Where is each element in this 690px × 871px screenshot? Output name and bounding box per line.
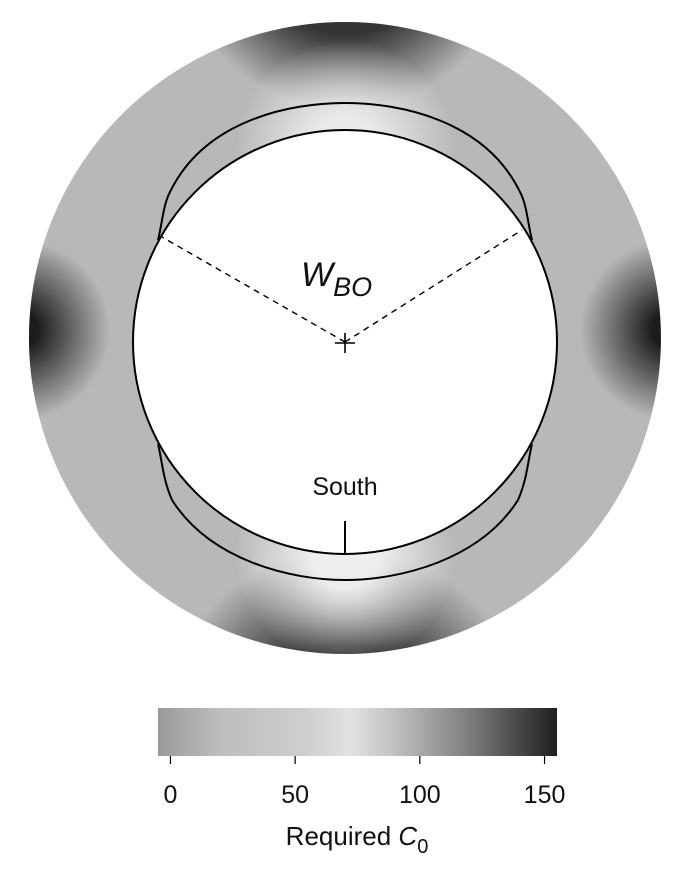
colorbar-tick-label: 100 [399,781,441,809]
colorbar-tick-label: 50 [281,781,309,809]
colorbar-title: Required C0 [286,821,429,858]
south-label: South [312,473,377,501]
colorbar-tick-label: 150 [524,781,566,809]
colorbar-tick-label: 0 [164,781,178,809]
wbo-label: WBO [301,256,372,302]
colorbar: 0 50 100 150 Required C0 [158,708,565,858]
colorbar-gradient [158,708,557,756]
colorbar-ticks: 0 50 100 150 [164,756,566,809]
boundary-curve [157,101,533,582]
wbo-angle-lines [161,229,523,343]
center-crosshair [335,333,355,353]
